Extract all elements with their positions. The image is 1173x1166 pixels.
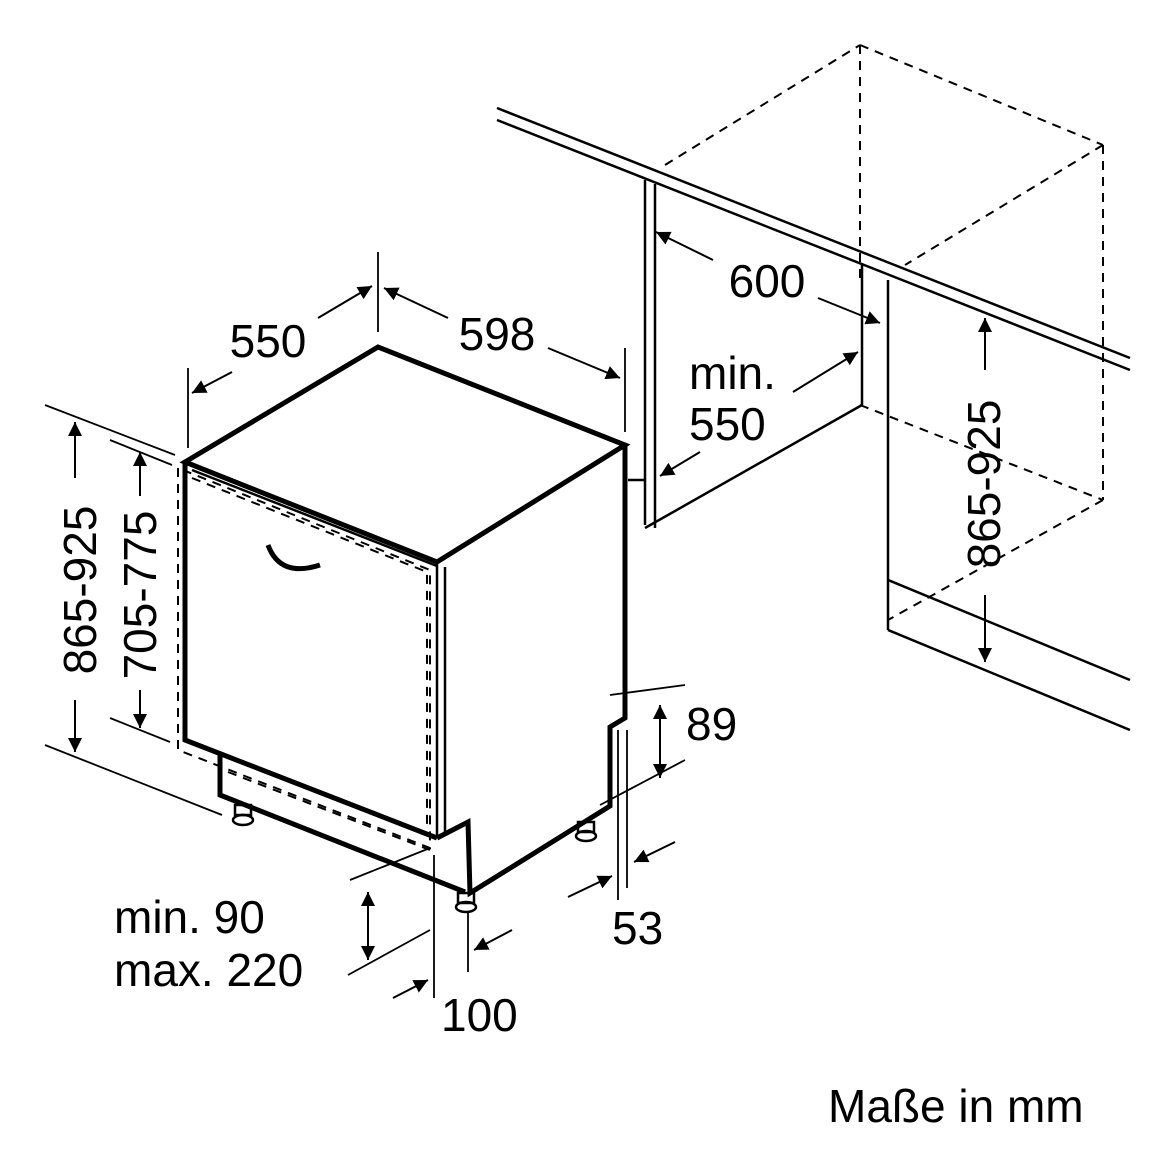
dishwasher-drawing bbox=[177, 344, 631, 914]
niche-dashed-edge bbox=[859, 404, 1104, 501]
extension-line bbox=[44, 404, 176, 456]
foot bbox=[231, 803, 255, 827]
dim-arrow-100 bbox=[473, 929, 513, 951]
extension-line bbox=[347, 929, 431, 976]
door-dashed-outline bbox=[177, 467, 431, 850]
niche-dashed-edge bbox=[859, 44, 1104, 146]
door-dashed-outline bbox=[191, 477, 428, 826]
dim-arrow-550 bbox=[191, 371, 233, 394]
label-plinth-min: min. 90 bbox=[114, 891, 265, 943]
dishwasher-front bbox=[182, 462, 438, 841]
label-height-705-775: 705-775 bbox=[114, 511, 166, 680]
dim-arrow-598 bbox=[547, 347, 621, 380]
label-plinth-max: max. 220 bbox=[114, 944, 303, 996]
extension-line bbox=[349, 847, 431, 881]
dishwasher-front-edge bbox=[191, 468, 438, 568]
door-handle bbox=[265, 544, 321, 572]
dim-arrow-550 bbox=[317, 285, 373, 319]
niche-drawing bbox=[496, 44, 1131, 732]
label-units-note: Maße in mm bbox=[828, 1080, 1084, 1132]
label-niche-min: min. bbox=[689, 347, 776, 399]
side-panel-edge bbox=[644, 403, 863, 530]
label-depth-53: 53 bbox=[612, 902, 663, 954]
dishwasher-top bbox=[179, 344, 631, 565]
extension-line bbox=[609, 684, 686, 696]
extension-line bbox=[44, 744, 223, 816]
cabinet-edge bbox=[887, 628, 1131, 732]
label-plinth-89: 89 bbox=[686, 698, 737, 750]
dim-arrow-100 bbox=[392, 979, 429, 999]
plinth-dashed bbox=[227, 771, 431, 851]
dim-arrow-598 bbox=[383, 287, 449, 319]
niche-dashed-edge bbox=[904, 144, 1104, 266]
worktop-top-edge bbox=[496, 106, 1131, 360]
dimension-labels: 550 598 600 min. 550 865-925 705-775 865… bbox=[54, 255, 1084, 1132]
cabinet-edge bbox=[887, 578, 1131, 682]
dim-arrow-min-550 bbox=[659, 451, 701, 477]
foot bbox=[454, 891, 478, 914]
dim-arrow-600 bbox=[655, 231, 714, 261]
dim-arrow-min-550 bbox=[792, 351, 859, 393]
dimension-lines bbox=[44, 231, 992, 999]
label-offset-100: 100 bbox=[441, 989, 518, 1041]
label-width-550: 550 bbox=[230, 315, 307, 367]
worktop-bottom-edge bbox=[496, 118, 1131, 372]
foot bbox=[574, 820, 598, 843]
label-height-865-925-left: 865-925 bbox=[54, 506, 106, 675]
extension-line bbox=[599, 759, 686, 806]
label-width-598: 598 bbox=[459, 308, 536, 360]
dim-arrow-53 bbox=[633, 841, 676, 863]
plinth bbox=[217, 753, 466, 895]
dishwasher-side bbox=[435, 445, 628, 898]
dim-arrow-53 bbox=[567, 875, 613, 898]
label-niche-min-550: 550 bbox=[689, 398, 766, 450]
label-height-865-925-right: 865-925 bbox=[958, 400, 1010, 569]
niche-dashed-edge bbox=[664, 44, 861, 166]
extension-line bbox=[109, 717, 171, 743]
label-niche-600: 600 bbox=[729, 255, 806, 307]
dim-arrow-600 bbox=[817, 297, 881, 325]
